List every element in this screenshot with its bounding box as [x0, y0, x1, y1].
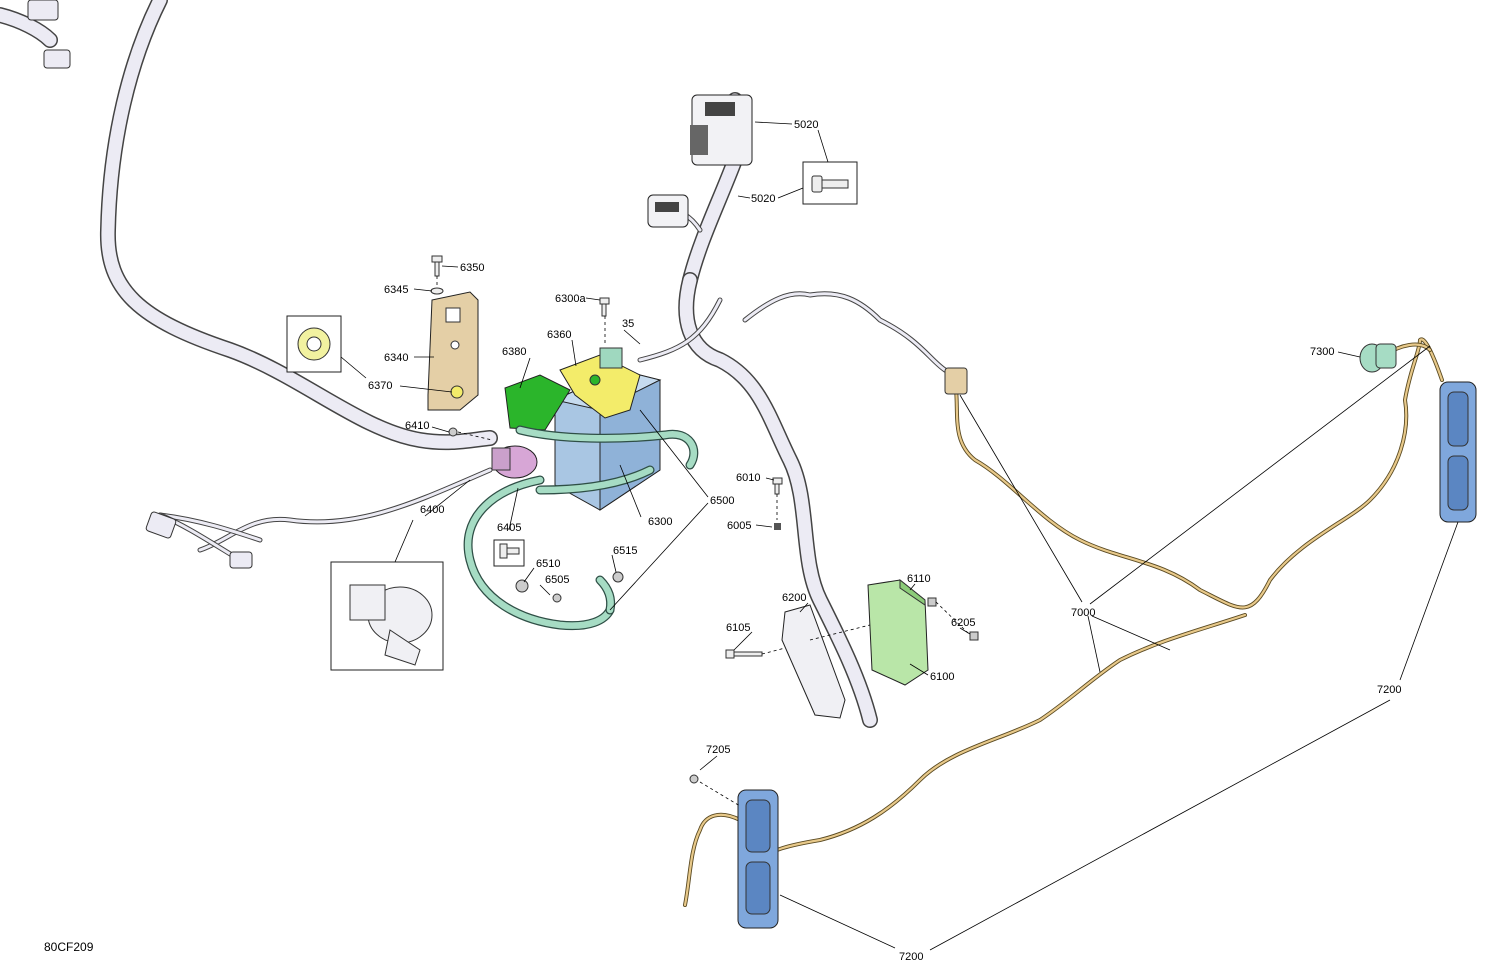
callout-6110: 6110: [907, 573, 931, 585]
callout-6010: 6010: [736, 472, 760, 484]
callout-6005: 6005: [727, 520, 751, 532]
taillight-7200-right: [1439, 381, 1477, 523]
solenoid-6400-box: [330, 561, 444, 671]
callout-6300a: 6300a: [555, 293, 586, 305]
callout-6500: 6500: [710, 495, 734, 507]
callout-6200: 6200: [782, 592, 806, 604]
module-6100: [867, 578, 929, 686]
callout-5020-upper: 5020: [794, 119, 818, 131]
callout-35: 35: [622, 318, 634, 330]
washer-6345: [430, 287, 444, 295]
nut-6005: [774, 523, 781, 530]
nut-7205: [689, 774, 699, 784]
nut-6110: [927, 597, 937, 607]
callout-6505: 6505: [545, 574, 569, 586]
main-wiring-harness: [0, 0, 498, 569]
terminal-cover-6380: [504, 374, 571, 431]
leader-lines: [340, 121, 1459, 951]
callout-6350: 6350: [460, 262, 484, 274]
callout-7200-right: 7200: [1377, 684, 1401, 696]
cable-6500: [463, 425, 699, 631]
bracket-35: [599, 347, 623, 369]
screw-6105: [725, 649, 763, 659]
connector-5020-upper: [690, 94, 753, 166]
callout-6360: 6360: [547, 329, 571, 341]
screw-6300a: [599, 297, 610, 317]
callout-6105: 6105: [726, 622, 750, 634]
callout-6510: 6510: [536, 558, 560, 570]
solenoid-6400: [491, 445, 538, 479]
screw-6205: [969, 631, 979, 641]
callout-6380: 6380: [502, 346, 526, 358]
callout-7000: 7000: [1071, 607, 1095, 619]
callout-7300: 7300: [1310, 346, 1334, 358]
callout-6345: 6345: [384, 284, 408, 296]
bolt-5020-box: [802, 161, 858, 205]
front-harness-branch: [637, 92, 878, 728]
callout-6400: 6400: [420, 504, 444, 516]
nut-6410: [448, 427, 458, 437]
support-6340: [427, 291, 479, 411]
rear-harness-7000: [683, 291, 1444, 907]
nut-6505: [552, 593, 562, 603]
callout-6100: 6100: [930, 671, 954, 683]
callout-6340: 6340: [384, 352, 408, 364]
callout-7200-left: 7200: [899, 951, 923, 963]
screw-6350: [431, 255, 443, 277]
callout-5020-lower: 5020: [751, 193, 775, 205]
callout-6410: 6410: [405, 420, 429, 432]
taillight-7200-left: [737, 789, 779, 929]
callout-6370: 6370: [368, 380, 392, 392]
nut-6510: [515, 579, 529, 593]
callout-6405: 6405: [497, 522, 521, 534]
callout-6205: 6205: [951, 617, 975, 629]
grommet-6370-box: [286, 315, 342, 373]
bracket-6200: [781, 604, 846, 719]
callout-labels: 5020 5020 6350 6345 6340 6370 6300a 35 6…: [368, 119, 1401, 963]
callout-6300: 6300: [648, 516, 672, 528]
figure-reference: 80CF209: [44, 940, 94, 954]
callout-7205: 7205: [706, 744, 730, 756]
screw-6010: [772, 477, 783, 495]
callout-6515: 6515: [613, 545, 637, 557]
connector-5020-lower: [647, 194, 689, 228]
bolt-6405-box: [493, 539, 525, 567]
connector-7300: [1359, 343, 1397, 373]
nut-6515: [612, 571, 624, 583]
